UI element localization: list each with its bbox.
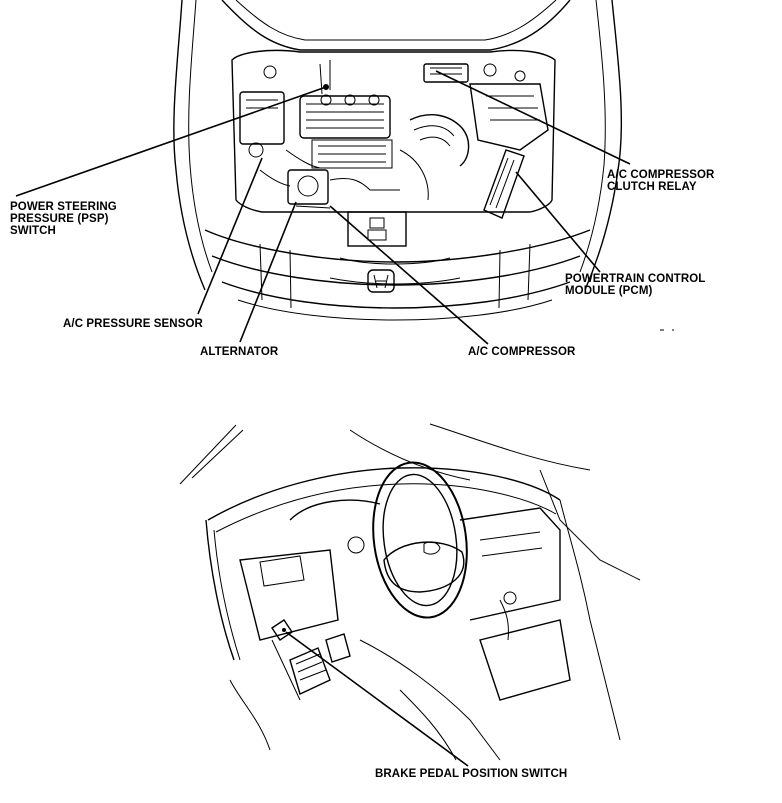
label-ac-compressor: A/C COMPRESSOR xyxy=(468,346,576,358)
engine-leader-lines xyxy=(15,70,631,345)
interior-illustration xyxy=(179,423,641,761)
label-ac-pressure-sensor: A/C PRESSURE SENSOR xyxy=(63,318,203,330)
leader-psp-switch xyxy=(15,86,327,197)
label-alternator: ALTERNATOR xyxy=(200,346,279,358)
leader-ac-compressor-clutch-relay xyxy=(435,70,631,165)
label-psp-switch-line2: PRESSURE (PSP) xyxy=(10,213,109,225)
label-pcm: POWERTRAIN CONTROL MODULE (PCM) xyxy=(565,273,705,297)
label-ac-relay-line2: CLUTCH RELAY xyxy=(607,181,697,193)
label-brake-pedal-position-switch: BRAKE PEDAL POSITION SWITCH xyxy=(375,768,568,780)
label-psp-switch: POWER STEERING PRESSURE (PSP) SWITCH xyxy=(10,201,117,237)
leader-pcm xyxy=(515,171,601,273)
leader-brake-pedal-position-switch xyxy=(285,631,469,767)
leader-ac-pressure-sensor xyxy=(197,157,263,315)
leader-ac-compressor xyxy=(329,205,489,345)
leader-alternator xyxy=(239,201,297,343)
interior-leader-lines xyxy=(285,631,469,767)
label-ac-relay-line1: A/C COMPRESSOR xyxy=(607,169,715,181)
label-psp-switch-line3: SWITCH xyxy=(10,225,56,237)
label-pcm-line1: POWERTRAIN CONTROL xyxy=(565,273,706,285)
engine-bay-illustration xyxy=(173,0,674,331)
label-psp-switch-line1: POWER STEERING xyxy=(10,201,117,213)
label-ac-compressor-clutch-relay: A/C COMPRESSOR CLUTCH RELAY xyxy=(607,169,714,193)
leader-dot-psp xyxy=(323,84,329,90)
label-pcm-line2: MODULE (PCM) xyxy=(565,285,653,297)
